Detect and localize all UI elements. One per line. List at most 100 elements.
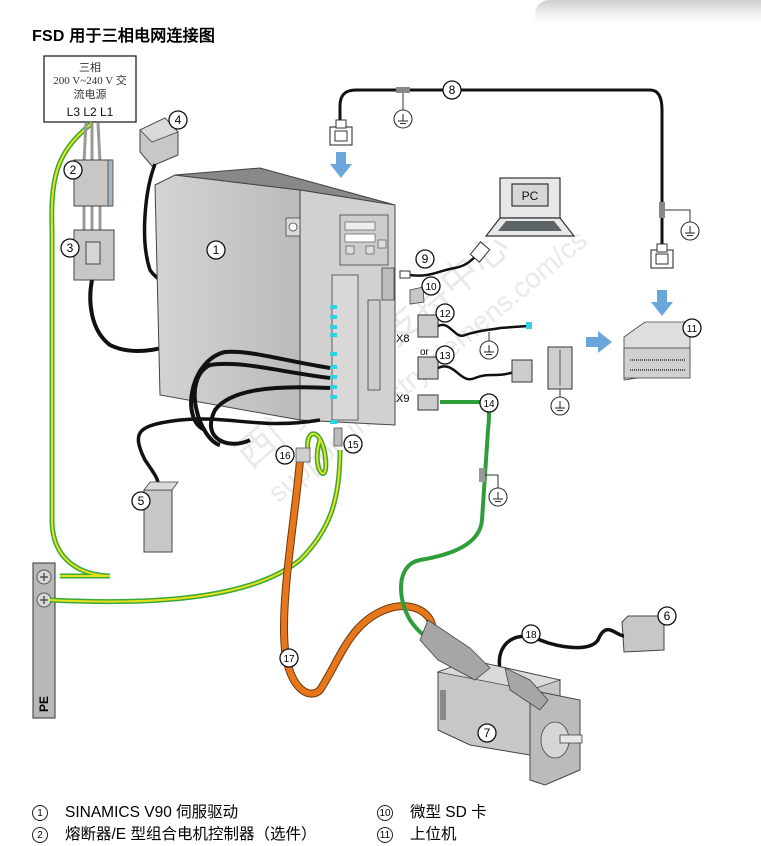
callout-circle [415,249,435,269]
callout-number: 5 [138,494,145,508]
callout-number: 1 [213,243,220,257]
cable-12 [417,314,532,360]
x8-label: X8 [396,333,409,345]
pe-cable-mains [49,121,111,579]
cable-18 [497,627,625,671]
legend-item: 11 上位机 [377,824,487,846]
mains-wires [82,122,102,232]
x9-connector [417,394,439,411]
power-line2: 200 V~240 V 交 [53,73,127,87]
db9-connector-plc [650,243,674,269]
callout-14: 14 [479,393,499,413]
callout-1: 1 [206,240,226,260]
legend-right: 10 微型 SD 卡 11 上位机 [377,802,487,846]
callout-circle [63,160,83,180]
pe-bar: PE [32,562,56,719]
callout-number: 7 [484,726,491,740]
encoder-cable-14 [399,400,491,642]
callout-number: 11 [687,324,698,335]
callout-number: 10 [425,282,437,293]
braking-resistor [143,481,179,553]
callout-circle [131,491,151,511]
callout-4: 4 [168,110,188,130]
ground-icon [488,487,508,507]
callout-number: 13 [439,351,451,362]
callout-number: 2 [70,163,77,177]
power-phases: L3 L2 L1 [67,105,114,119]
legend-text: 上位机 [410,826,457,843]
callout-15: 15 [343,434,363,454]
legend-item: 2 熔断器/E 型组合电机控制器（选件） [32,824,316,846]
callout-8: 8 [442,80,462,100]
plc-controller [623,321,691,381]
callout-10: 10 [421,276,441,296]
legend-text: 微型 SD 卡 [410,804,487,821]
contactor-component [73,229,115,281]
callout-16: 16 [275,445,295,465]
legend-number: 1 [32,805,48,821]
callout-circle [343,434,363,454]
callout-9: 9 [415,249,435,269]
callout-circle [682,318,702,338]
power-line1: 三相 [79,61,101,74]
usb-cable-9 [409,253,479,277]
callout-circle [435,345,455,365]
cable-13 [417,356,533,383]
callout-number: 6 [664,609,671,623]
callout-circle [168,110,188,130]
legend-number: 11 [377,827,393,843]
callout-number: 14 [483,399,495,410]
callout-circle [435,303,455,323]
callout-circle [279,648,299,668]
pc-label: PC [522,189,539,203]
pc-laptop: PC [484,177,576,237]
callout-number: 8 [449,83,456,97]
legend-text: 熔断器/E 型组合电机控制器（选件） [65,826,317,843]
power-cable-17 [279,459,437,698]
legend-item: 1 SINAMICS V90 伺服驱动 [32,802,316,824]
arrow-down-to-plc [651,290,673,316]
callout-circle [657,606,677,626]
callout-number: 15 [347,440,359,451]
arrow-right-to-plc [586,331,612,353]
terminal-highlights [330,305,337,424]
callout-12: 12 [435,303,455,323]
or-label: or [420,347,430,358]
terminal-block [547,346,573,416]
servo-motor [419,619,583,786]
legend-item: 10 微型 SD 卡 [377,802,487,824]
component-6-box [621,615,665,653]
callout-circle [60,238,80,258]
page-title: FSD 用于三相电网连接图 [32,28,216,45]
callout-circle [479,393,499,413]
encoder-cable-shield [479,468,485,482]
power-line3: 流电源 [74,87,107,101]
callout-number: 3 [67,241,74,255]
callout-17: 17 [279,648,299,668]
callout-6: 6 [657,606,677,626]
callout-5: 5 [131,491,151,511]
x9-label: X9 [396,393,409,405]
legend-left: 1 SINAMICS V90 伺服驱动 2 熔断器/E 型组合电机控制器（选件） [32,802,316,846]
callout-3: 3 [60,238,80,258]
callout-number: 4 [175,113,182,127]
legend-number: 2 [32,827,48,843]
shield-clamp [295,427,343,463]
callout-number: 18 [525,630,537,641]
drive-black-cables [189,349,331,447]
db9-connector-drive [329,119,353,146]
callout-7: 7 [477,723,497,743]
sd-card [409,286,425,305]
legend-text: SINAMICS V90 伺服驱动 [65,804,239,821]
encoder-ground-wire [485,474,499,488]
callout-circle [477,723,497,743]
legend-number: 10 [377,805,393,821]
usb-plug-small [399,270,411,279]
callout-circle [442,80,462,100]
callout-11: 11 [682,318,702,338]
top-shadow [535,0,761,22]
pe-screw-1 [36,569,52,585]
callout-circle [206,240,226,260]
pe-screw-2 [36,592,52,608]
